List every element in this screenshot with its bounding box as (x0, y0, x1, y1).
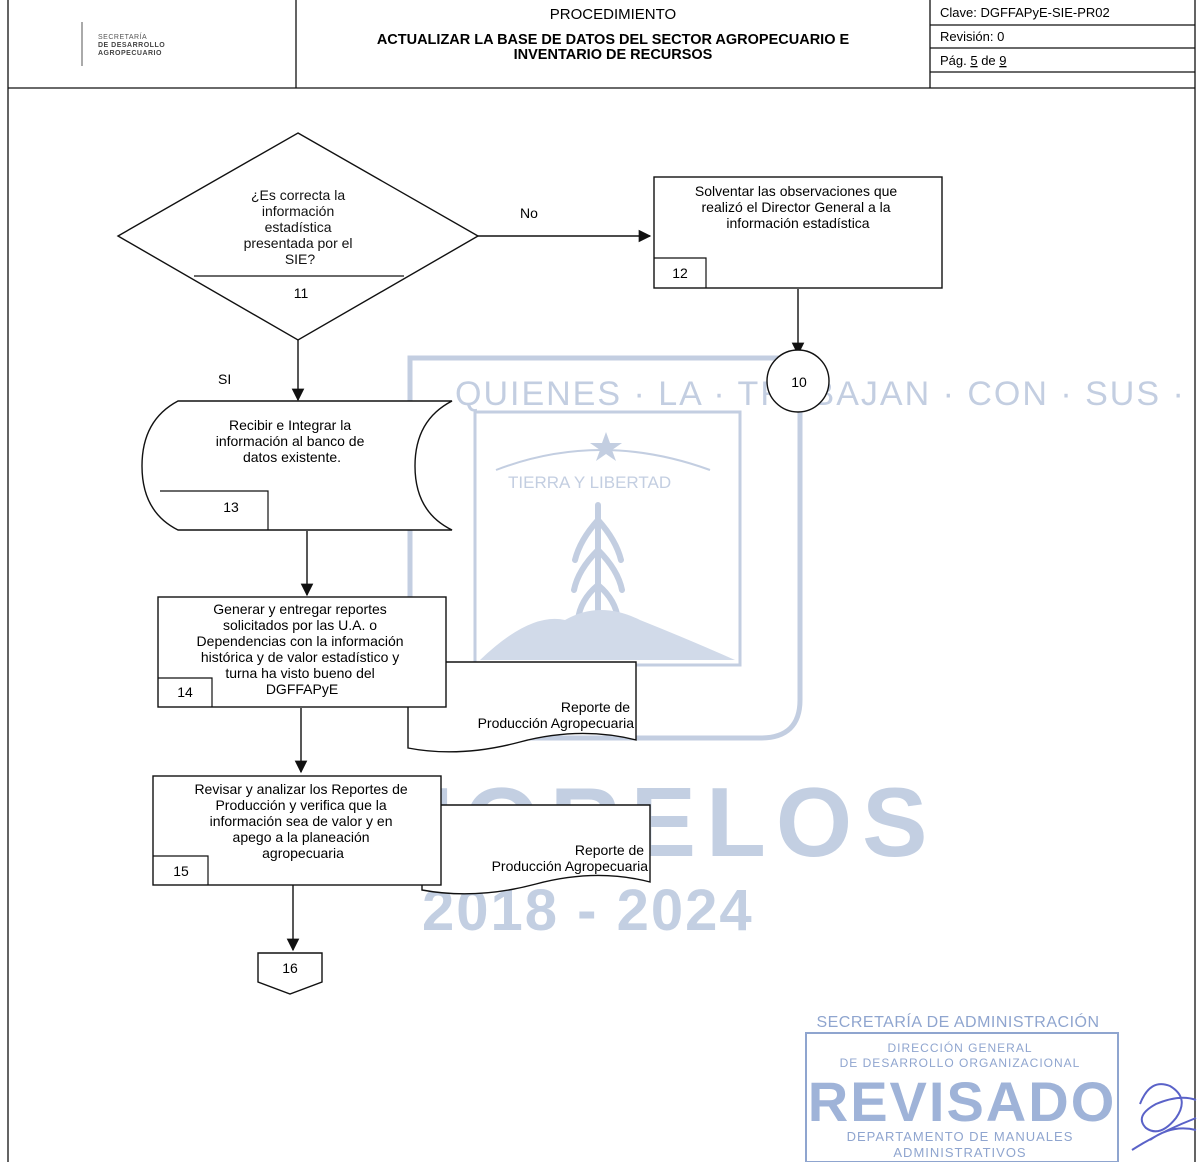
svg-text:SECRETARÍA: SECRETARÍA (98, 32, 147, 41)
stamp-line-2: DIRECCIÓN GENERAL (887, 1040, 1032, 1055)
stamp-line-4: DEPARTAMENTO DE MANUALES (847, 1129, 1074, 1144)
step-14: Generar y entregar reportes solicitados … (158, 597, 446, 707)
step-12-number: 12 (672, 265, 688, 281)
step-15-number: 15 (173, 863, 189, 879)
doc-revision: Revisión: 0 (940, 29, 1004, 44)
doc-page: Pág. 5 de 9 (940, 53, 1007, 68)
step-14-number: 14 (177, 684, 193, 700)
svg-text:DE DESARROLLO: DE DESARROLLO (98, 42, 165, 49)
watermark-ribbon-text: TIERRA Y LIBERTAD (508, 473, 671, 492)
doc-title-line1: ACTUALIZAR LA BASE DE DATOS DEL SECTOR A… (377, 32, 850, 48)
watermark-star-icon (590, 432, 622, 461)
step-13-number: 13 (223, 499, 239, 515)
decision-11: ¿Es correcta la información estadística … (118, 133, 478, 340)
stamp-line-3: DE DESARROLLO ORGANIZACIONAL (840, 1056, 1081, 1070)
approval-stamp: SECRETARÍA DE ADMINISTRACIÓN DIRECCIÓN G… (806, 1012, 1118, 1162)
branch-label-si: SI (218, 371, 231, 387)
branch-label-no: No (520, 205, 538, 221)
stamp-line-1: SECRETARÍA DE ADMINISTRACIÓN (816, 1012, 1099, 1031)
stamp-revisado: REVISADO (808, 1070, 1117, 1133)
step-12: Solventar las observaciones que realizó … (654, 177, 942, 288)
doc-type: PROCEDIMIENTO (550, 6, 676, 23)
watermark-volcano-icon (480, 610, 735, 660)
svg-text:10: 10 (791, 374, 807, 390)
offpage-connector-16: 16 (258, 953, 322, 994)
svg-text:16: 16 (282, 960, 298, 976)
ministry-logo: SECRETARÍA DE DESARROLLO AGROPECUARIO (82, 22, 165, 66)
doc-code: Clave: DGFFAPyE-SIE-PR02 (940, 5, 1110, 20)
doc-title-line2: INVENTARIO DE RECURSOS (514, 47, 713, 63)
signature-icon (1132, 1084, 1196, 1150)
svg-text:AGROPECUARIO: AGROPECUARIO (98, 50, 162, 57)
decision-11-number: 11 (294, 285, 309, 301)
connector-10: 10 (767, 350, 829, 412)
stamp-line-5: ADMINISTRATIVOS (893, 1145, 1026, 1160)
step-15: Revisar y analizar los Reportes de Produ… (153, 776, 441, 885)
page-frame (8, 0, 1195, 1162)
step-13: Recibir e Integrar la información al ban… (142, 401, 452, 530)
